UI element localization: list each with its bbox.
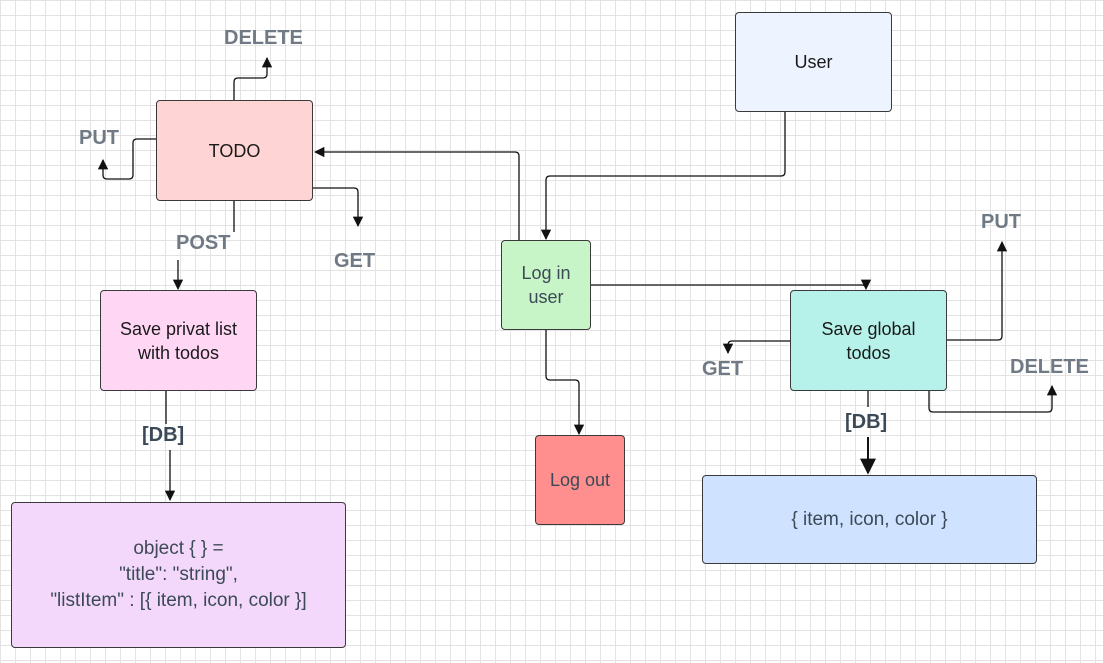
login-to-todo-arrow — [313, 146, 520, 241]
login-to-logout-arrow — [545, 329, 585, 436]
global-todos-box-label: Save global todos — [821, 318, 916, 363]
private-db-label: [DB] — [142, 424, 185, 446]
global-delete-arrow — [928, 384, 1058, 413]
global-get-arrow — [722, 340, 790, 355]
global-db-label: [DB] — [845, 411, 888, 433]
todo-box[interactable]: TODO — [156, 100, 313, 201]
global-delete-label: DELETE — [1010, 356, 1089, 378]
global-put-label: PUT — [981, 211, 1021, 233]
todo-post-label: POST — [176, 232, 231, 254]
todo-put-label: PUT — [79, 127, 119, 149]
user-box[interactable]: User — [735, 12, 892, 112]
global-get-label: GET — [702, 358, 744, 380]
private-list-box[interactable]: Save privat list with todos — [100, 290, 257, 391]
logout-box[interactable]: Log out — [535, 435, 625, 525]
todo-box-label: TODO — [208, 140, 261, 161]
global-put-arrow — [947, 240, 1008, 341]
private-list-box-label: Save privat list with todos — [119, 318, 238, 363]
object-schema-box[interactable]: object { } = "title": "string", "listIte… — [11, 502, 346, 648]
user-to-login-arrow — [540, 112, 786, 241]
todo-delete-arrow — [233, 56, 273, 100]
todo-delete-label: DELETE — [224, 27, 303, 49]
todo-get-arrow — [312, 187, 364, 228]
object-schema-box-label: object { } = "title": "string", "listIte… — [50, 538, 307, 611]
global-schema-box-label: { item, icon, color } — [791, 508, 948, 530]
login-box[interactable]: Log in user — [501, 240, 591, 330]
todo-get-label: GET — [334, 250, 376, 272]
user-box-label: User — [794, 52, 833, 72]
todo-put-arrow — [97, 138, 156, 180]
global-schema-box[interactable]: { item, icon, color } — [702, 475, 1037, 564]
global-todos-box[interactable]: Save global todos — [790, 290, 947, 391]
logout-box-label: Log out — [549, 470, 611, 490]
login-to-global-arrow — [591, 279, 872, 291]
login-box-label: Log in user — [521, 263, 571, 307]
